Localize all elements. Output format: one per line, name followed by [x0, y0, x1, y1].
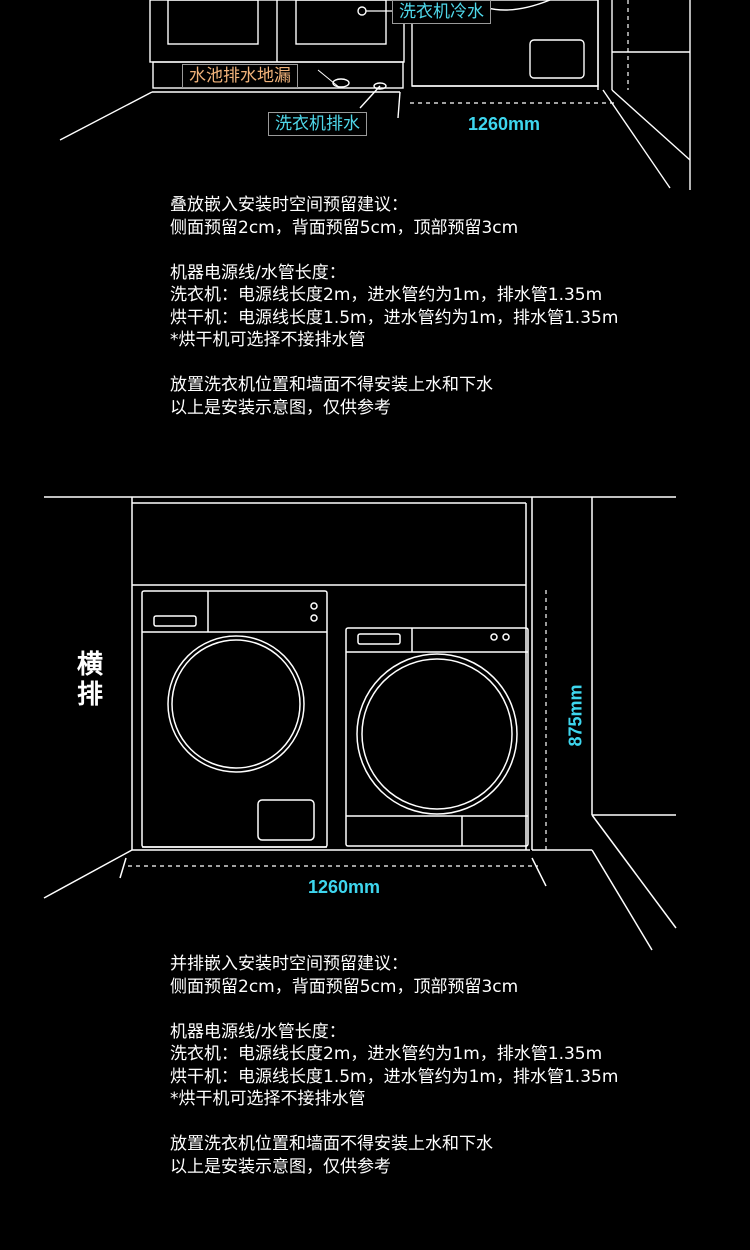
cable-length-heading: 机器电源线/水管长度： [170, 1021, 346, 1042]
side-width-dimension: 1260mm [308, 877, 381, 897]
washer-cable-text: 洗衣机：电源线长度2m，进水管约为1m，排水管1.35m [170, 1044, 603, 1064]
dryer-cable-text: 烘干机：电源线长度1.5m，进水管约为1m，排水管1.35m [170, 1066, 619, 1087]
stacked-install-diagram [59, 0, 691, 190]
top-width-dimension: 1260mm [468, 114, 541, 134]
reference-disclaimer: 以上是安装示意图，仅供参考 [170, 1156, 391, 1177]
washer-cold-water-label: 洗衣机冷水 [392, 0, 491, 24]
clearance-text: 侧面预留2cm，背面预留5cm，顶部预留3cm [170, 217, 519, 238]
notes-heading: 叠放嵌入安装时空间预留建议： [170, 195, 408, 215]
side-by-side-label: 横排 [76, 650, 103, 710]
side-by-side-install-notes: 并排嵌入安装时空间预留建议： 侧面预留2cm，背面预留5cm，顶部预留3cm 机… [170, 953, 730, 1178]
cable-length-heading: 机器电源线/水管长度： [170, 262, 346, 283]
washer-drain-label: 洗衣机排水 [268, 112, 367, 136]
dryer-drain-note: *烘干机可选择不接排水管 [170, 1089, 366, 1109]
reference-disclaimer: 以上是安装示意图，仅供参考 [170, 397, 391, 418]
wall-water-warning: 放置洗衣机位置和墙面不得安装上水和下水 [170, 375, 493, 395]
stacked-install-notes: 叠放嵌入安装时空间预留建议： 侧面预留2cm，背面预留5cm，顶部预留3cm 机… [170, 194, 730, 419]
height-dimension: 875mm [565, 684, 586, 747]
dryer-cable-text: 烘干机：电源线长度1.5m，进水管约为1m，排水管1.35m [170, 307, 619, 328]
sink-floor-drain-label: 水池排水地漏 [182, 64, 298, 88]
clearance-text: 侧面预留2cm，背面预留5cm，顶部预留3cm [170, 976, 519, 997]
washer-cable-text: 洗衣机：电源线长度2m，进水管约为1m，排水管1.35m [170, 285, 603, 305]
dryer-drain-note: *烘干机可选择不接排水管 [170, 330, 366, 350]
wall-water-warning: 放置洗衣机位置和墙面不得安装上水和下水 [170, 1134, 493, 1154]
notes-heading: 并排嵌入安装时空间预留建议： [170, 954, 408, 974]
